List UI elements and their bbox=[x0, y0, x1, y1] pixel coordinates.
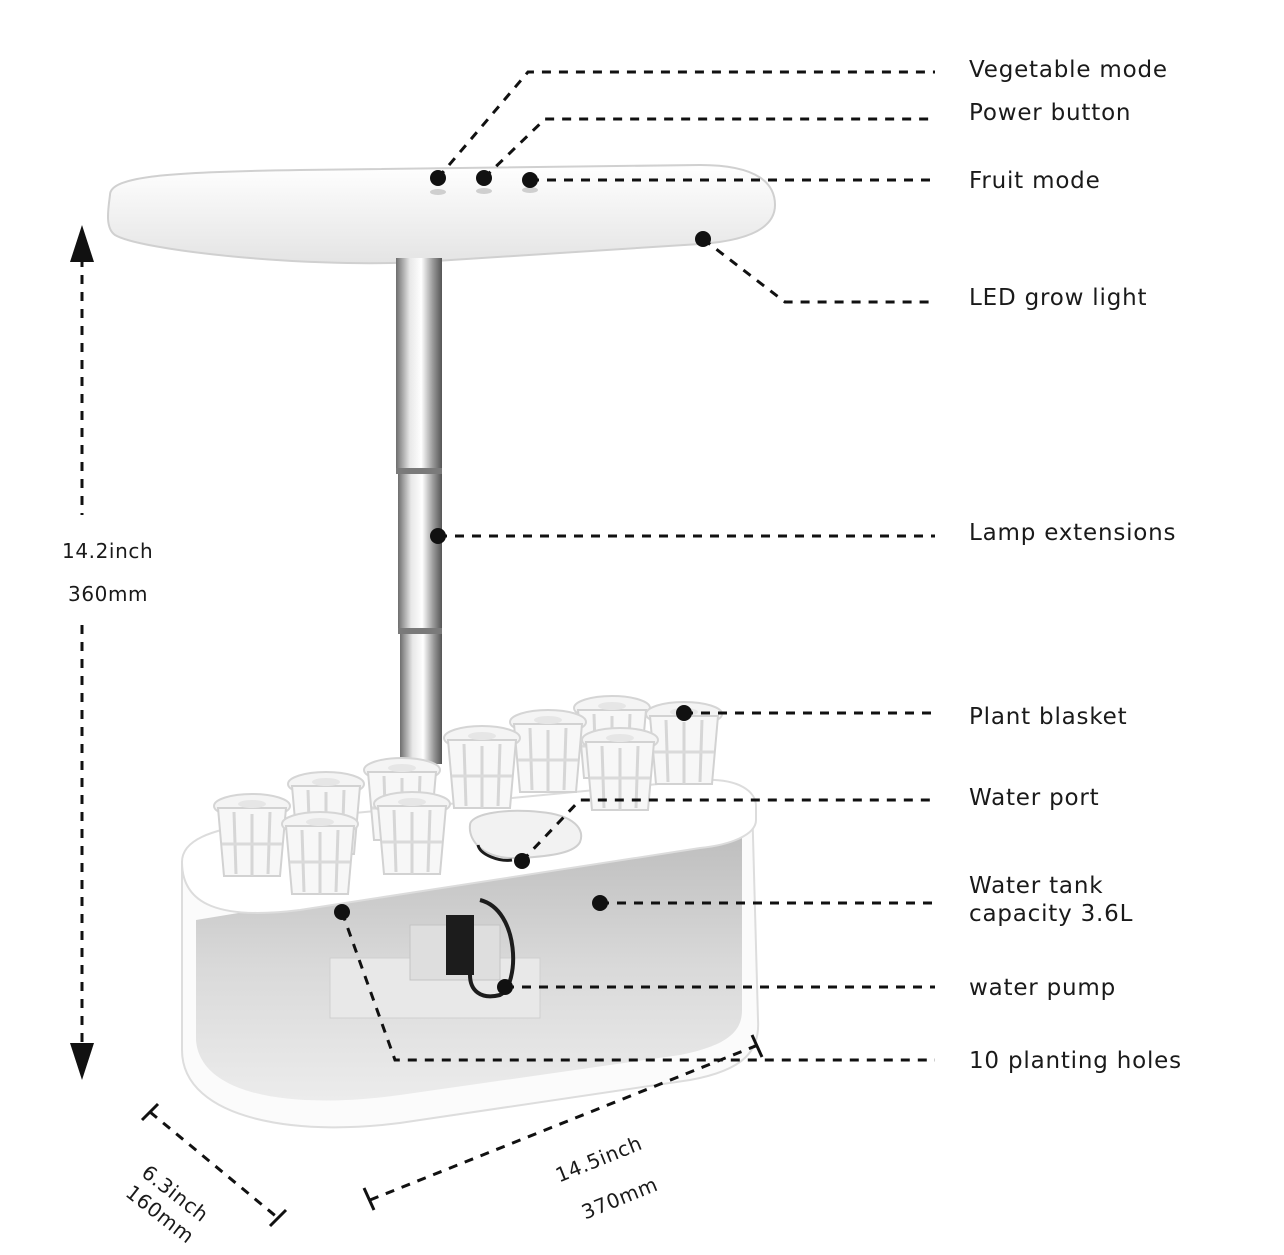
label-water-port: Water port bbox=[969, 785, 1100, 811]
height-mm-label: 360mm bbox=[68, 582, 149, 606]
label-vegetable-mode: Vegetable mode bbox=[969, 57, 1168, 83]
lamp-buttons bbox=[430, 187, 538, 195]
label-water-tank-line2: capacity 3.6L bbox=[969, 901, 1134, 927]
label-lamp-extensions: Lamp extensions bbox=[969, 520, 1177, 546]
label-planting-holes: 10 planting holes bbox=[969, 1048, 1182, 1074]
width-dimension bbox=[140, 1102, 288, 1228]
label-plant-basket: Plant blasket bbox=[969, 704, 1128, 730]
label-fruit-mode: Fruit mode bbox=[969, 168, 1101, 194]
height-dimension bbox=[70, 225, 94, 1080]
height-inch-label: 14.2inch bbox=[62, 539, 154, 563]
lamp-head bbox=[107, 163, 777, 265]
label-water-pump: water pump bbox=[969, 975, 1117, 1001]
leader-lines bbox=[340, 70, 935, 1062]
label-water-tank-line1: Water tank bbox=[969, 873, 1104, 899]
leader-dots bbox=[334, 170, 711, 995]
length-dimension bbox=[362, 1034, 764, 1211]
label-led-grow-light: LED grow light bbox=[969, 285, 1148, 311]
telescopic-pole bbox=[396, 258, 442, 764]
label-power-button: Power button bbox=[969, 100, 1132, 126]
